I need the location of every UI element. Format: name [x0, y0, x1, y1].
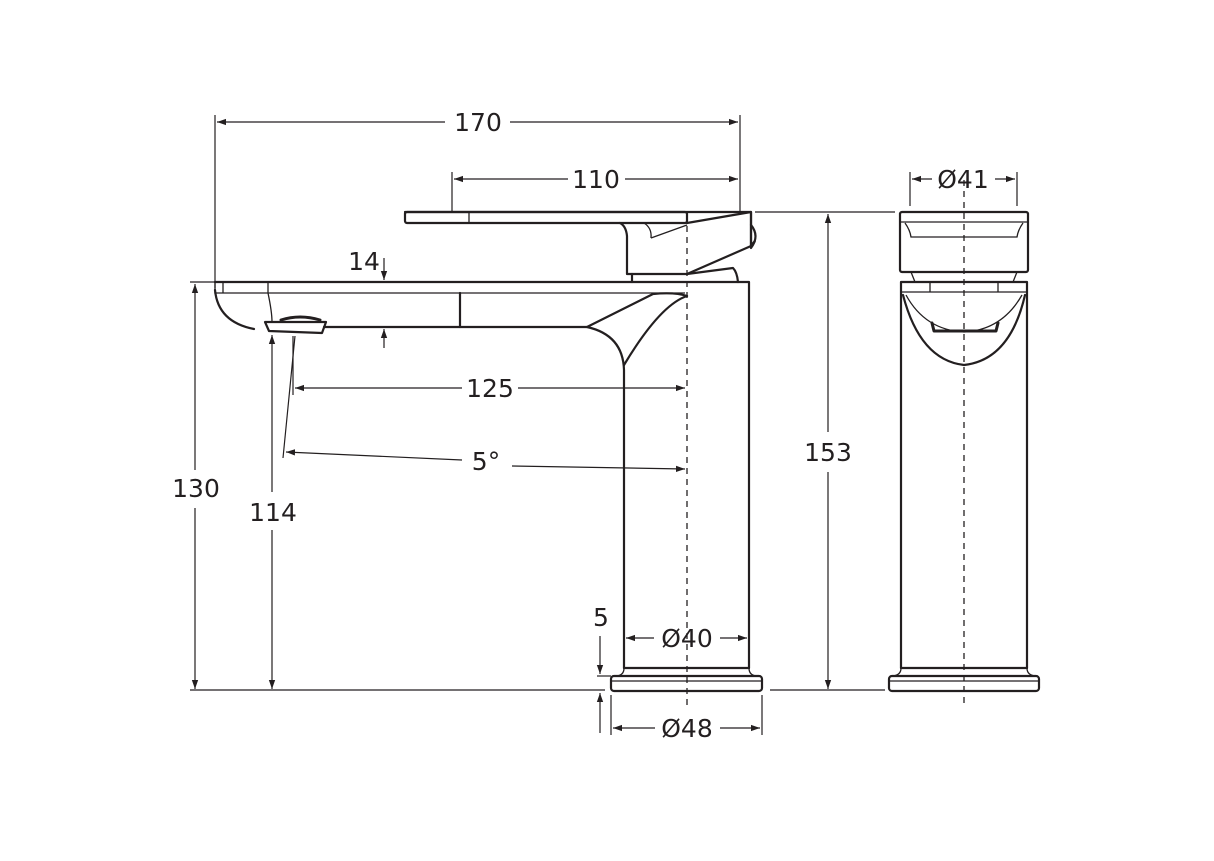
dimension-labels: 170 110 14 125 5° 130 114 153 Ø40 5 Ø48 …: [172, 108, 989, 743]
dim-base-thickness: 5: [593, 603, 609, 632]
dim-base-diameter: Ø48: [661, 714, 713, 743]
dim-spout-height-top: 130: [172, 474, 220, 503]
handle-lever: [403, 210, 757, 284]
dim-overall-length: 170: [454, 108, 502, 137]
dim-spout-angle: 5°: [472, 447, 500, 476]
dim-handle-diameter: Ø41: [937, 165, 989, 194]
side-view: [213, 210, 764, 705]
front-view: [887, 180, 1041, 705]
dimension-lines: [190, 115, 1018, 735]
dim-spout-thickness: 14: [348, 247, 380, 276]
dim-outlet-height: 114: [249, 498, 297, 527]
dim-handle-length: 110: [572, 165, 620, 194]
dim-spout-reach: 125: [466, 374, 514, 403]
dim-body-diameter: Ø40: [661, 624, 713, 653]
dim-overall-height: 153: [804, 438, 852, 467]
